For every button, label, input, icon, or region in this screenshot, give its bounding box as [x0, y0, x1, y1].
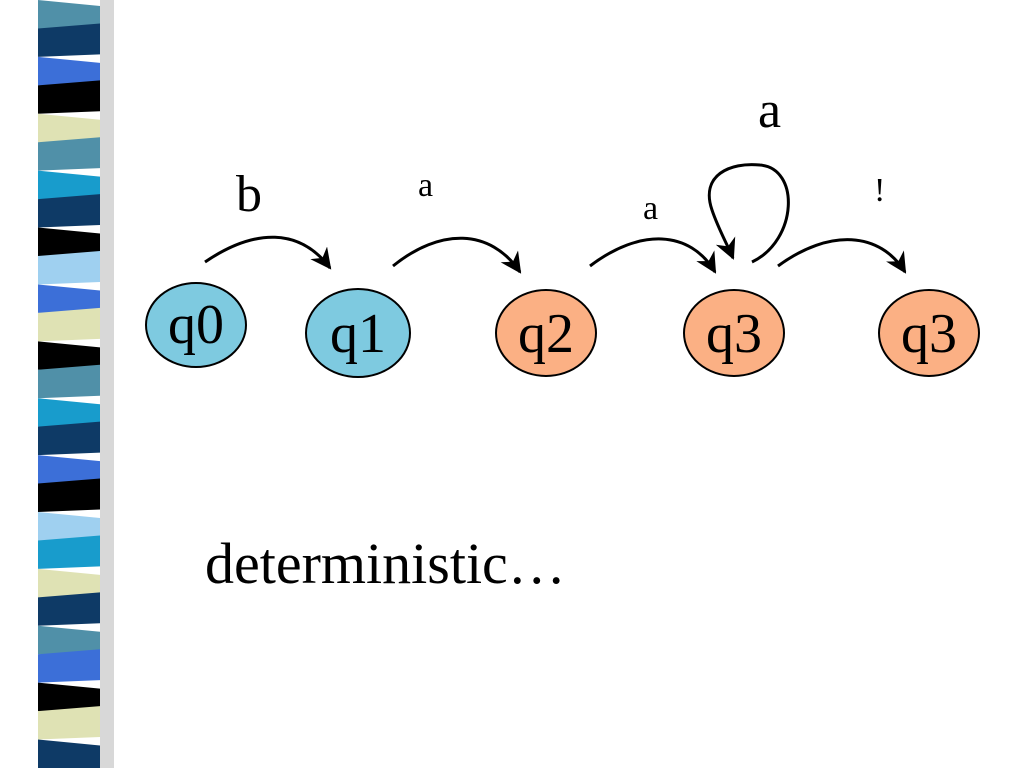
- stripe-band: [38, 535, 100, 569]
- edge-q2-q3-arrow: [589, 237, 717, 274]
- edge-label-a-2: a: [643, 190, 658, 227]
- stripe-band: [38, 478, 100, 512]
- state-q3-final: q3: [878, 289, 980, 377]
- stripe-band: [38, 592, 100, 626]
- stripe-band: [38, 56, 100, 89]
- edge-q3-q3-arrow: [777, 238, 907, 274]
- edge-q1-q2-arrow: [392, 236, 522, 274]
- self-loop-q3-arrow: [708, 163, 790, 264]
- state-q3: q3: [683, 289, 785, 377]
- stripe-band: [38, 0, 100, 32]
- stripe-band: [38, 568, 100, 601]
- edge-label-a-1: a: [418, 167, 433, 204]
- stripe-band: [38, 23, 100, 57]
- stripe-band: [38, 512, 100, 544]
- stripe-band: [38, 194, 100, 228]
- stripe-band: [38, 80, 100, 114]
- decorative-stripe: [38, 0, 114, 768]
- stripe-band: [38, 284, 100, 316]
- state-q1: q1: [305, 288, 411, 378]
- stripe-band: [38, 421, 100, 456]
- stripe-shadow: [100, 0, 114, 768]
- state-q3-label: q3: [706, 303, 762, 365]
- self-loop-label-a: a: [758, 82, 781, 139]
- state-q2: q2: [495, 289, 597, 377]
- stripe-band: [38, 364, 100, 399]
- stripe-band: [38, 649, 100, 683]
- stripe-band: [38, 341, 100, 373]
- edge-label-b: b: [236, 166, 262, 223]
- stripe-band: [38, 170, 100, 203]
- stripe-band: [38, 682, 100, 715]
- state-q0-label: q0: [168, 294, 224, 356]
- stripe-band: [38, 227, 100, 259]
- caption: deterministic…: [205, 531, 566, 596]
- edge-label-bang: !: [874, 172, 885, 209]
- state-q0: q0: [145, 282, 247, 368]
- stripe-band: [38, 739, 100, 768]
- stripe-band: [38, 398, 100, 430]
- state-q2-label: q2: [518, 303, 574, 365]
- stripe-band: [38, 625, 100, 658]
- stripe-band: [38, 706, 100, 740]
- stripe-band: [38, 455, 100, 487]
- stripe-band: [38, 251, 100, 285]
- state-q3-final-label: q3: [901, 303, 957, 365]
- state-q1-label: q1: [330, 303, 386, 365]
- stripe-band: [38, 113, 100, 146]
- stripe-band: [38, 307, 100, 342]
- stripe-band: [38, 137, 100, 171]
- edge-q0-q1-arrow: [204, 235, 332, 270]
